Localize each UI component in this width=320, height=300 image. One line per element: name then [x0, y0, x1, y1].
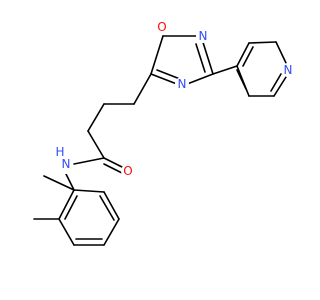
atom-nh-amide-h: H [55, 145, 64, 159]
bond-ar-c [103, 218, 120, 246]
atom-n-ring-top-symbol: N [199, 29, 208, 43]
bond-py-2 [248, 41, 277, 44]
bond-ar-a [73, 189, 105, 193]
bond-o-c5 [150, 35, 164, 75]
bond-ar-b [103, 191, 120, 220]
atom-n-ring-bottom: N [175, 77, 189, 91]
atom-nh-amide: H N [55, 145, 73, 174]
bond-py-1b [242, 46, 254, 67]
atom-n-ring-bottom-symbol: N [178, 77, 187, 91]
bond-n-c3-inner [195, 43, 206, 73]
atom-n-pyridine-symbol: N [284, 63, 293, 77]
bonds [33, 35, 287, 246]
atom-o-ring: O [155, 20, 169, 34]
atom-nh-amide-symbol: N [62, 157, 71, 171]
bond-py-4b [270, 73, 282, 92]
bond-py-6b [236, 69, 247, 90]
bond-n-ar [65, 173, 75, 191]
bond-co-n [73, 157, 105, 165]
bond-py-1 [236, 42, 250, 67]
bond-ar-f2 [64, 195, 78, 220]
atom-o-carbonyl-symbol: O [123, 164, 132, 178]
bond-c5-ch2 [133, 73, 152, 105]
bond-ar-e [58, 218, 75, 246]
bond-ar-f [58, 189, 75, 220]
bond-me-1 [43, 175, 75, 191]
atom-n-ring-top: N [196, 29, 210, 43]
bond-co-c [87, 130, 105, 159]
atom-n-pyridine: N [281, 63, 295, 77]
bond-py-4 [273, 76, 287, 97]
bond-ar-b2 [99, 195, 115, 221]
molecule-structure-diagram: O N N N O H N [33, 20, 295, 246]
atom-o-ring-symbol: O [157, 20, 166, 34]
bond-co-o-b [103, 163, 123, 174]
bond-ch2-co [87, 103, 105, 132]
bond-c3-py [212, 65, 238, 75]
bond-n4-c5-inner [156, 69, 181, 80]
atom-o-carbonyl: O [121, 164, 135, 178]
atom-labels: O N N N O H N [55, 20, 295, 178]
bond-py-3 [275, 41, 287, 64]
